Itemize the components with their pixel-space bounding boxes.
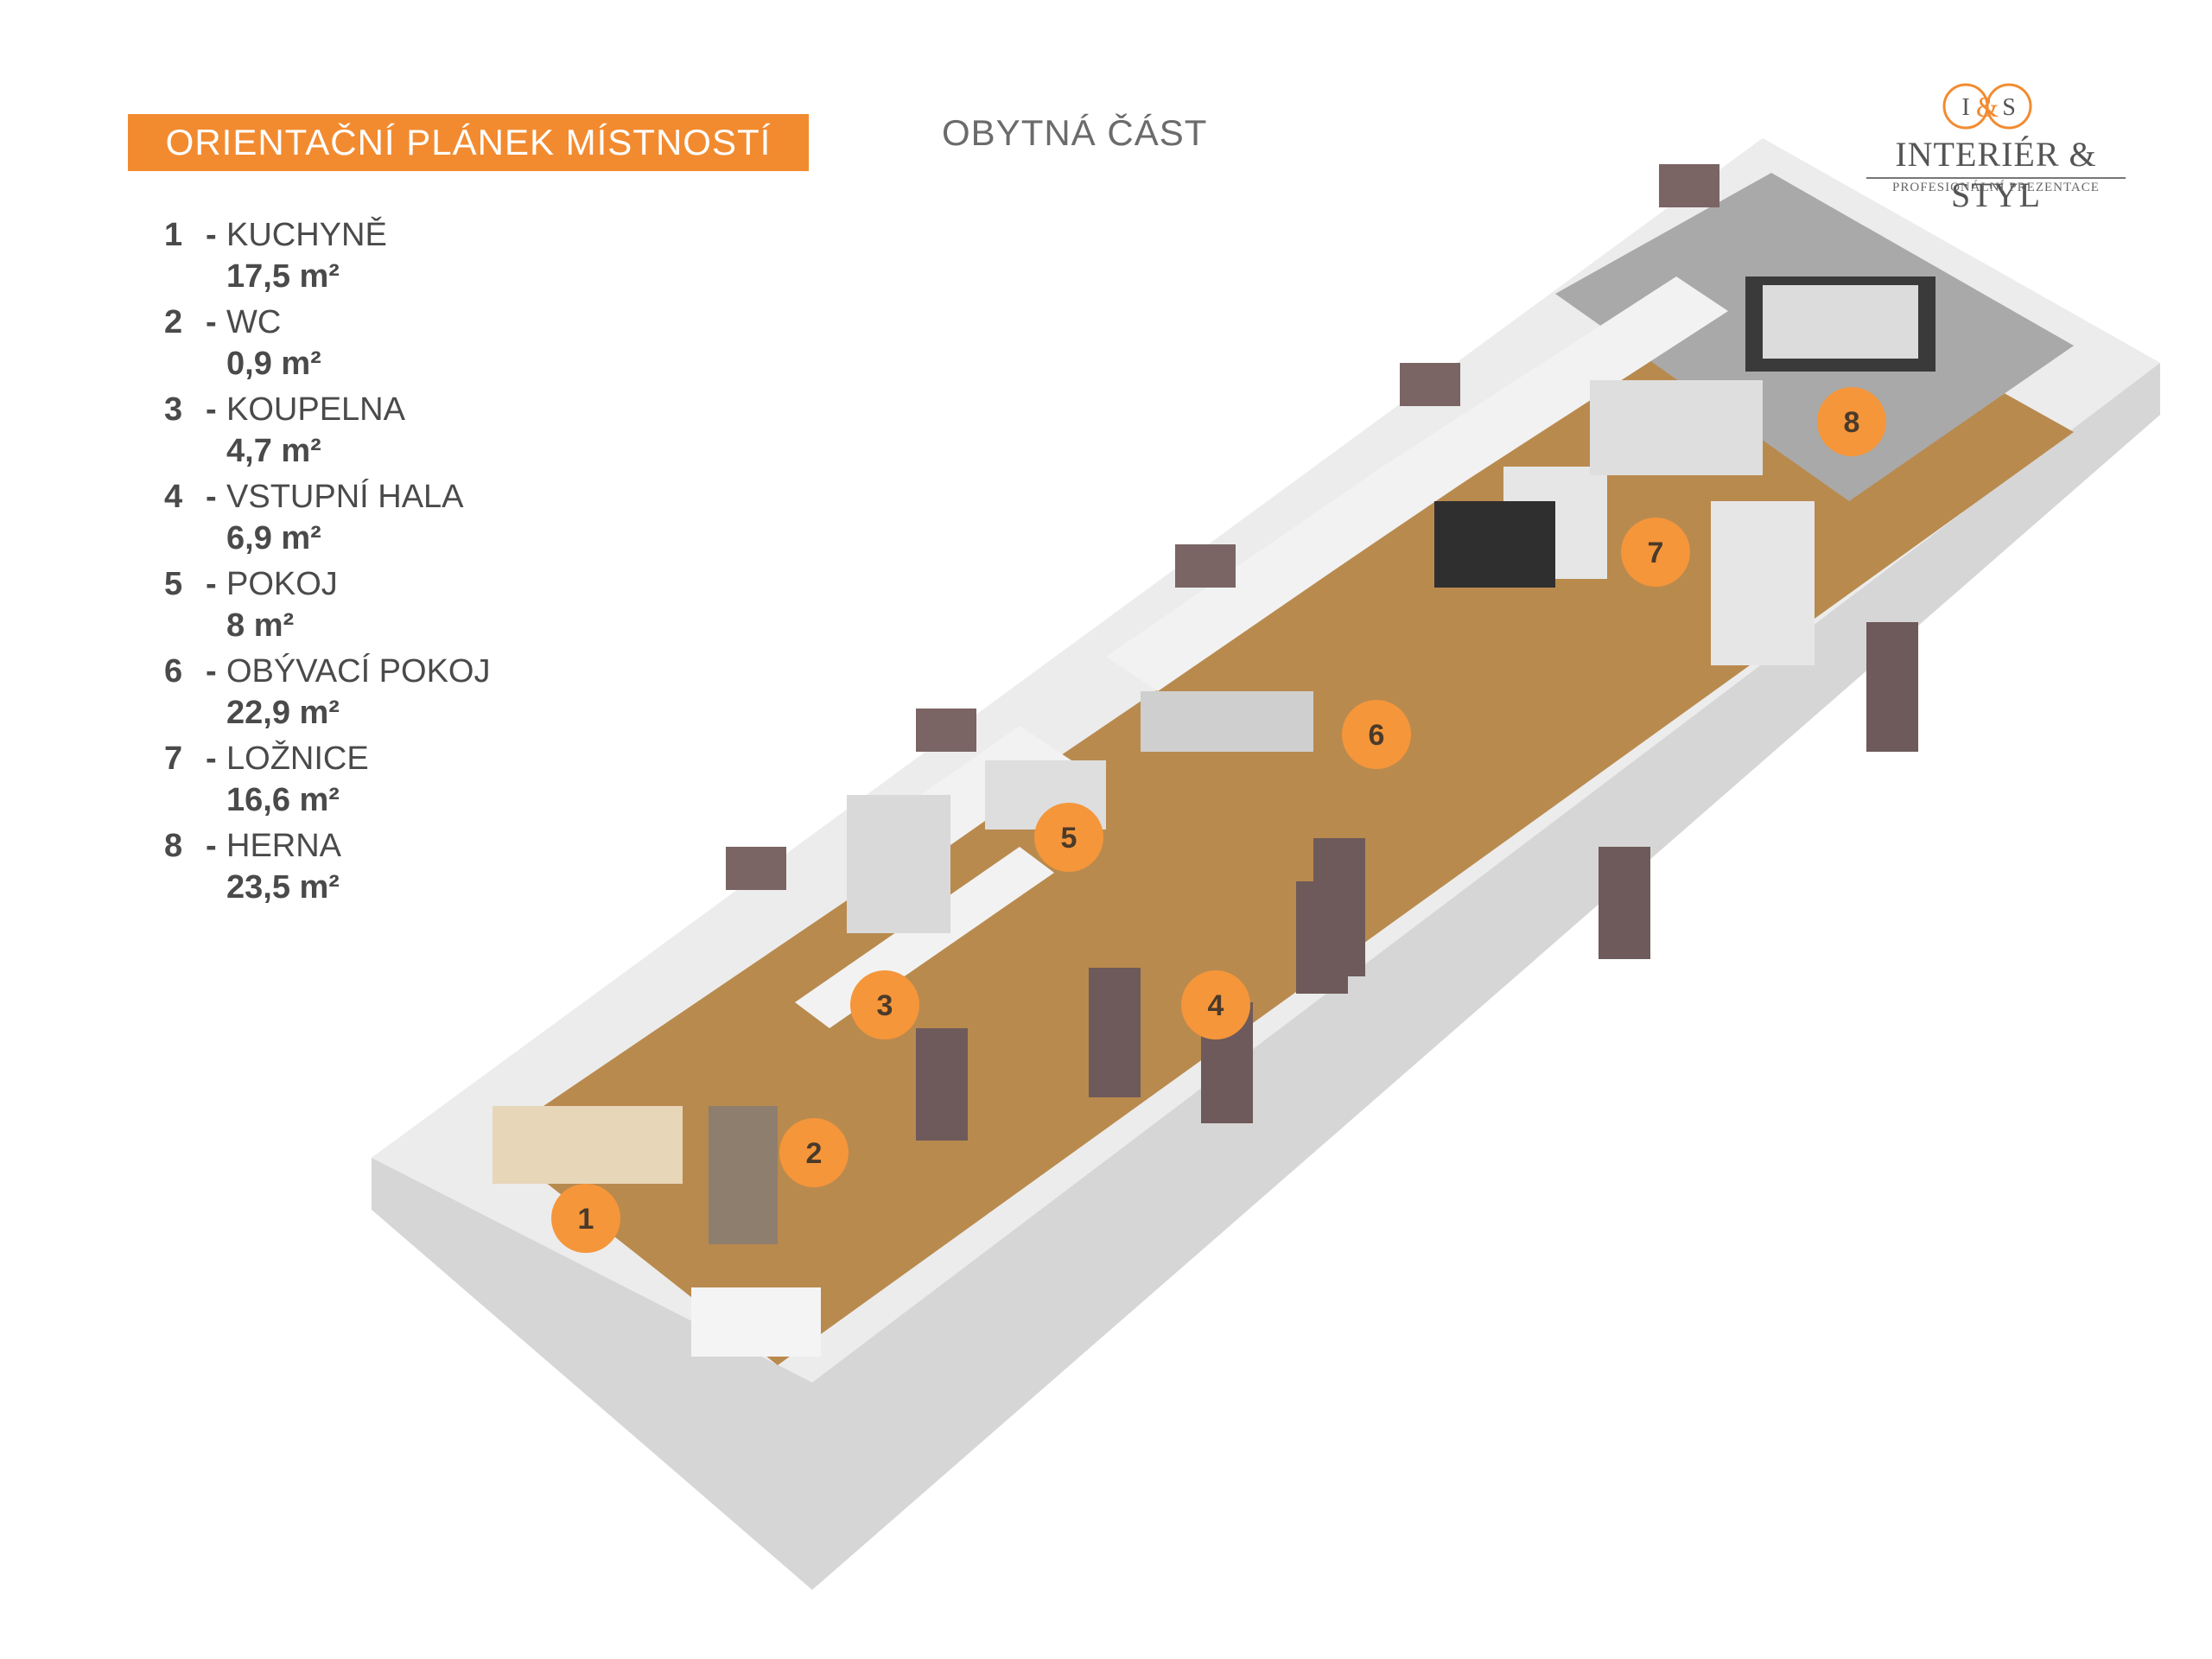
room-dash: - — [206, 741, 217, 777]
room-item: 8 - HERNA 23,5 m² — [164, 823, 596, 910]
interior-wall — [1382, 276, 1728, 501]
room-marker-label: 8 — [1844, 406, 1860, 439]
window-icon — [726, 847, 786, 890]
bed-icon — [1590, 380, 1763, 475]
room-dash: - — [206, 828, 217, 864]
room-marker-label: 5 — [1061, 822, 1077, 855]
door-icon — [1089, 968, 1141, 1097]
room-name: HERNA — [226, 828, 342, 864]
room-marker: 6 — [1342, 700, 1411, 769]
room-name: WC — [226, 304, 282, 340]
room-marker: 4 — [1181, 970, 1250, 1039]
kitchen-counter-icon — [493, 1106, 683, 1184]
room-marker: 5 — [1034, 803, 1103, 872]
room-area: 6,9 m² — [226, 520, 321, 556]
room-dash: - — [206, 479, 217, 515]
room-marker-label: 2 — [806, 1137, 823, 1170]
logo-monogram-left: I — [1961, 94, 1969, 121]
room-name: KUCHYNĚ — [226, 217, 387, 253]
room-marker: 2 — [779, 1118, 849, 1187]
room-marker: 1 — [551, 1184, 620, 1253]
window-icon — [916, 709, 976, 752]
room-item: 6 - OBÝVACÍ POKOJ 22,9 m² — [164, 648, 596, 735]
logo-monogram-amp: & — [1976, 92, 1999, 124]
dining-table-icon — [691, 1287, 821, 1357]
room-marker: 8 — [1817, 387, 1886, 456]
logo-tagline: PROFESIONÁLNÍ PREZENTACE — [1892, 181, 2100, 194]
room-area: 4,7 m² — [226, 433, 321, 469]
room-marker: 3 — [850, 970, 919, 1039]
room-name: OBÝVACÍ POKOJ — [226, 653, 491, 690]
room-area: 0,9 m² — [226, 346, 321, 382]
room-marker-label: 3 — [877, 989, 893, 1022]
room-legend: 1 - KUCHYNĚ 17,5 m² 2 - WC 0,9 m² 3 - KO… — [164, 212, 596, 910]
door-icon — [916, 1028, 968, 1141]
window-icon — [1175, 544, 1236, 588]
room-marker-label: 6 — [1369, 719, 1385, 752]
interior-wall — [1106, 467, 1434, 691]
room-number: 6 — [164, 653, 183, 690]
room-item: 3 - KOUPELNA 4,7 m² — [164, 386, 596, 474]
section-subtitle: OBYTNÁ ČÁST — [942, 112, 1208, 153]
room-name: KOUPELNA — [226, 391, 405, 428]
window-icon — [1659, 164, 1719, 207]
room-marker-label: 1 — [578, 1203, 594, 1236]
sofa-icon — [1141, 691, 1313, 752]
billiard-table-top-icon — [1763, 285, 1918, 359]
logo-monogram: I & S — [1942, 83, 2032, 130]
door-icon — [1866, 622, 1918, 752]
room-number: 5 — [164, 566, 183, 602]
wall-block — [1711, 501, 1815, 665]
room-marker-label: 4 — [1208, 989, 1224, 1022]
room-name: POKOJ — [226, 566, 338, 602]
room-dash: - — [206, 217, 217, 253]
room-number: 2 — [164, 304, 183, 340]
floor-plan: 1 2 3 4 5 6 7 8 — [363, 138, 2160, 1590]
room-number: 8 — [164, 828, 183, 864]
room-number: 7 — [164, 741, 183, 777]
door-icon — [1599, 847, 1650, 959]
room-number: 1 — [164, 217, 183, 253]
logo-name: INTERIÉR & STYL — [1895, 135, 2097, 214]
room-name: VSTUPNÍ HALA — [226, 479, 464, 515]
room-area: 23,5 m² — [226, 869, 340, 906]
page-title: ORIENTAČNÍ PLÁNEK MÍSTNOSTÍ — [165, 122, 772, 162]
window-icon — [1400, 363, 1460, 406]
room-item: 1 - KUCHYNĚ 17,5 m² — [164, 212, 596, 299]
room-area: 17,5 m² — [226, 258, 340, 295]
room-area: 22,9 m² — [226, 695, 340, 731]
room-item: 7 - LOŽNICE 16,6 m² — [164, 735, 596, 823]
room-marker-label: 7 — [1648, 537, 1664, 569]
room-dash: - — [206, 653, 217, 690]
room-item: 2 - WC 0,9 m² — [164, 299, 596, 386]
room-dash: - — [206, 391, 217, 428]
door-icon — [1313, 838, 1365, 976]
logo-monogram-right: S — [2002, 94, 2016, 121]
tv-unit-icon — [1434, 501, 1555, 588]
logo-divider — [1866, 177, 2126, 179]
room-number: 3 — [164, 391, 183, 428]
room-area: 16,6 m² — [226, 782, 340, 818]
room-item: 4 - VSTUPNÍ HALA 6,9 m² — [164, 474, 596, 561]
room-dash: - — [206, 566, 217, 602]
brand-logo: I & S INTERIÉR & STYL PROFESIONÁLNÍ PREZ… — [1866, 82, 2126, 214]
room-number: 4 — [164, 479, 183, 515]
room-name: LOŽNICE — [226, 741, 369, 777]
floor-plan-illustration: 1 2 3 4 5 6 7 8 — [372, 138, 2160, 1590]
room-marker: 7 — [1621, 518, 1690, 587]
room-item: 5 - POKOJ 8 m² — [164, 561, 596, 648]
room-dash: - — [206, 304, 217, 340]
fridge-icon — [709, 1106, 778, 1244]
room-area: 8 m² — [226, 607, 295, 644]
wall-block — [847, 795, 950, 933]
title-banner: ORIENTAČNÍ PLÁNEK MÍSTNOSTÍ — [128, 114, 809, 171]
